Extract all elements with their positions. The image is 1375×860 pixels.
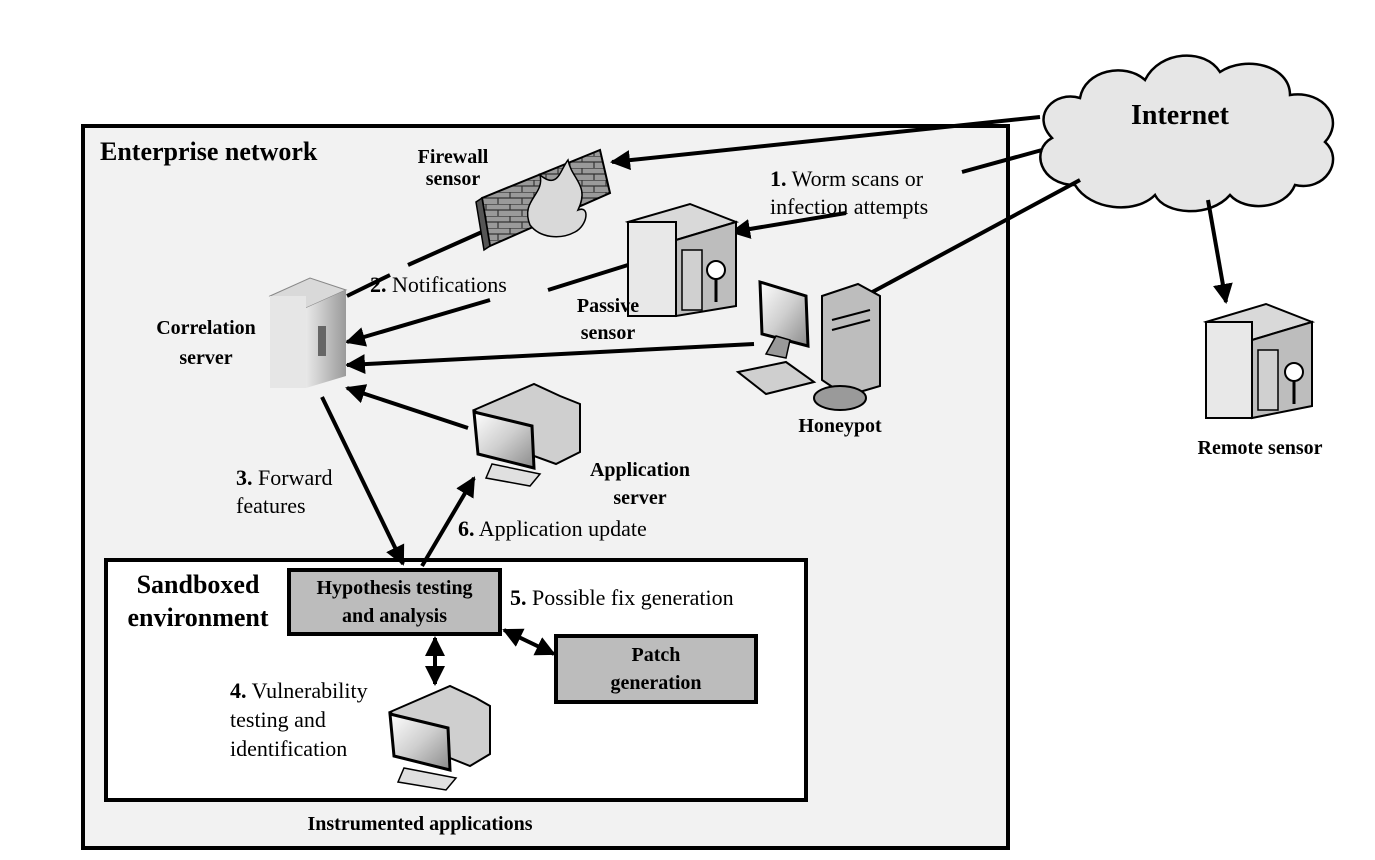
instrumented-applications-label: Instrumented applications — [307, 813, 533, 835]
step4-line1: Vulnerability — [251, 678, 368, 703]
step2-label: 2. Notifications — [370, 271, 507, 299]
step3-line2: features — [236, 493, 306, 518]
hypothesis-box — [287, 568, 502, 636]
sandbox-title-line2: environment — [127, 603, 269, 632]
correlation-server-icon — [268, 277, 348, 388]
step5-label: 5. Possible fix generation — [510, 584, 734, 612]
appserver-label-line2: server — [613, 487, 667, 509]
step6-label: 6. Application update — [458, 515, 647, 543]
internet-label: Internet — [1131, 100, 1229, 131]
step5-line1: Possible fix generation — [532, 585, 734, 610]
firewall-label-line1: Firewall — [417, 146, 489, 168]
remote-sensor-icon — [1202, 302, 1316, 420]
correlation-label-line1: Correlation — [156, 317, 256, 339]
internet-cloud — [1039, 54, 1335, 213]
hypothesis-line1: Hypothesis testing — [316, 577, 473, 599]
step6-num: 6. — [458, 516, 475, 541]
patch-box — [554, 634, 758, 704]
patch-line1: Patch — [631, 644, 681, 666]
enterprise-network-title: Enterprise network — [100, 137, 318, 166]
correlation-server-label: Correlation server — [136, 313, 276, 373]
passive-label-line2: sensor — [580, 322, 636, 344]
step4-label: 4. Vulnerability testing and identificat… — [230, 676, 368, 763]
remote-sensor-label: Remote sensor — [1197, 437, 1323, 459]
sandbox-title-line1: Sandboxed — [136, 570, 260, 599]
step4-num: 4. — [230, 678, 247, 703]
application-server-icon — [472, 382, 581, 487]
connector-lines — [320, 115, 1233, 686]
step4-line3: identification — [230, 736, 348, 761]
sandbox-computer-icon — [388, 684, 491, 791]
passive-sensor-label: Passive sensor — [553, 293, 663, 347]
step1-label: 1. Worm scans or infection attempts — [770, 165, 928, 221]
hypothesis-line2: and analysis — [341, 605, 448, 627]
step3-label: 3. Forward features — [236, 464, 333, 520]
step1-line2: infection attempts — [770, 194, 929, 219]
sandbox-title: Sandboxed environment — [110, 568, 286, 634]
step2-num: 2. — [370, 272, 387, 297]
honeypot-icon — [735, 279, 881, 411]
step4-line2: testing and — [230, 707, 326, 732]
correlation-label-line2: server — [179, 347, 233, 369]
hypothesis-label: Hypothesis testing and analysis — [291, 574, 498, 630]
honeypot-label: Honeypot — [798, 415, 882, 437]
step1-num: 1. — [770, 166, 787, 191]
appserver-label-line1: Application — [589, 459, 691, 481]
step5-num: 5. — [510, 585, 527, 610]
firewall-icon — [475, 148, 612, 252]
step3-num: 3. — [236, 465, 253, 490]
firewall-sensor-label: Firewall sensor — [398, 146, 508, 190]
patch-line2: generation — [610, 672, 702, 694]
step1-line1: Worm scans or — [791, 166, 924, 191]
passive-sensor-icon — [624, 202, 740, 318]
step3-line1: Forward — [258, 465, 333, 490]
application-server-label: Application server — [572, 456, 708, 512]
step6-line1: Application update — [478, 516, 647, 541]
firewall-label-line2: sensor — [425, 168, 481, 190]
step2-line1: Notifications — [392, 272, 507, 297]
passive-label-line1: Passive — [576, 295, 640, 317]
patch-label: Patch generation — [558, 641, 754, 697]
